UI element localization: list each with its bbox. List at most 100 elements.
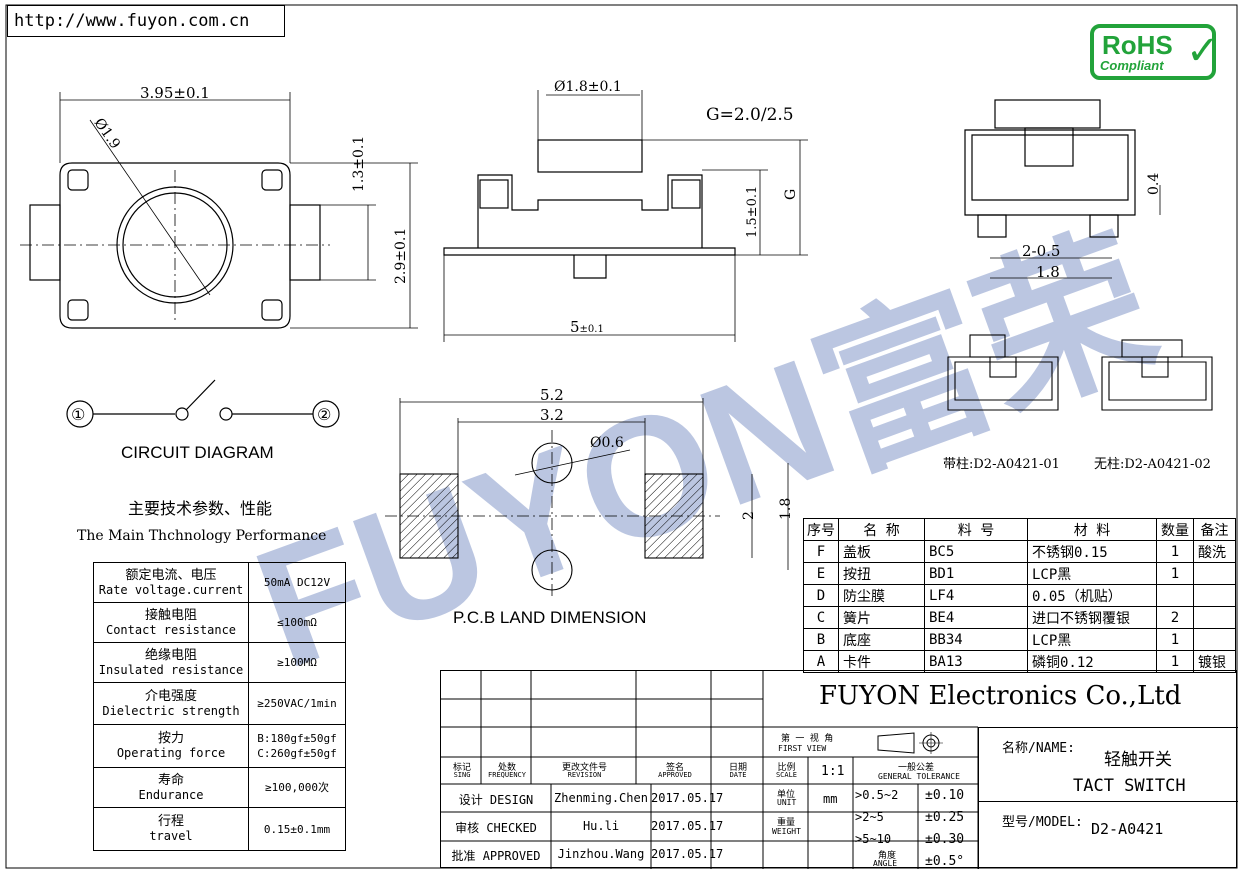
signoff-name: Zhenming.Chen bbox=[554, 791, 648, 805]
circuit-pin-1: ① bbox=[71, 407, 85, 424]
website-url: http://www.fuyon.com.cn bbox=[7, 5, 285, 37]
param-value: 0.15±0.1mm bbox=[263, 822, 331, 836]
unit-label-en: UNIT bbox=[777, 798, 797, 807]
parts-cell bbox=[1193, 584, 1236, 607]
tolerance-label-cn: 一般公差 bbox=[898, 763, 935, 773]
parts-cell: 簧片 bbox=[838, 606, 925, 629]
projection-label-en: FIRST VIEW bbox=[778, 744, 827, 753]
parts-cell: BD1 bbox=[924, 562, 1028, 585]
parts-cell: BC5 bbox=[924, 540, 1028, 563]
param-value: ≥100,000次 bbox=[265, 781, 329, 794]
parts-header-cell: 料 号 bbox=[924, 518, 1028, 541]
performance-value: 50mA DC12V bbox=[248, 562, 346, 603]
end-dim-04: 0.4 bbox=[1146, 173, 1162, 195]
pcb-land bbox=[385, 398, 789, 600]
parts-cell: 磷铜0.12 bbox=[1027, 650, 1157, 673]
parts-cell: 不锈钢0.15 bbox=[1027, 540, 1157, 563]
circuit-diagram bbox=[66, 379, 340, 428]
parts-cell: BB34 bbox=[924, 628, 1028, 651]
parts-cell: BA13 bbox=[924, 650, 1028, 673]
parts-cell: BE4 bbox=[924, 606, 1028, 629]
parts-header-cell: 备注 bbox=[1193, 518, 1236, 541]
parts-cell: 镀银 bbox=[1193, 650, 1236, 673]
parts-cell bbox=[1156, 584, 1194, 607]
dim-height: 2.9±0.1 bbox=[393, 228, 409, 284]
dim-inner: 1.3±0.1 bbox=[351, 136, 367, 192]
performance-value: ≥100,000次 bbox=[248, 767, 346, 808]
variant-label: 带柱:D2-A0421-01 bbox=[943, 457, 1060, 472]
param-name-en: Insulated resistance bbox=[98, 662, 244, 677]
signoff-role: 审核 CHECKED bbox=[455, 821, 537, 835]
svg-text:5±0.1: 5±0.1 bbox=[570, 318, 604, 336]
unit-label-cn: 单位 bbox=[777, 790, 796, 800]
parts-header-row: 序号名 称料 号材 料数量备注 bbox=[803, 518, 1236, 541]
top-view bbox=[20, 92, 418, 329]
pcb-dim-32: 3.2 bbox=[540, 406, 564, 424]
parts-cell: 1 bbox=[1156, 628, 1194, 651]
weight-label-cn: 重量 bbox=[777, 818, 796, 828]
signoff-name: Hu.li bbox=[582, 819, 620, 833]
drawing-frame bbox=[5, 4, 1238, 869]
angle-label-en: ANGLE bbox=[873, 859, 898, 868]
dim-width: 3.95±0.1 bbox=[140, 84, 210, 102]
param-name-en: travel bbox=[149, 829, 193, 843]
product-name-cn: 轻触开关 bbox=[1104, 750, 1172, 770]
revision-head-cn: 签名 bbox=[665, 763, 684, 773]
performance-value: ≥250VAC/1min bbox=[248, 682, 346, 725]
tolerance-range: >5~10 bbox=[855, 832, 892, 846]
performance-value: ≥100MΩ bbox=[248, 642, 346, 683]
parts-cell: 按扭 bbox=[838, 562, 925, 585]
title-block-grid bbox=[441, 671, 979, 869]
parts-cell: F bbox=[803, 540, 839, 563]
parts-cell: LCP黑 bbox=[1027, 562, 1157, 585]
dim-button: Ø1.8±0.1 bbox=[554, 79, 622, 95]
signoff-role: 批准 APPROVED bbox=[451, 849, 541, 863]
rohs-badge: RoHS Compliant ✓ bbox=[1090, 24, 1220, 80]
parts-header-cell: 名 称 bbox=[838, 518, 925, 541]
tolerance-value: ±0.10 bbox=[925, 788, 965, 803]
param-name-en: Operating force bbox=[116, 746, 226, 760]
parts-cell: E bbox=[803, 562, 839, 585]
revision-head-cn: 处数 bbox=[497, 763, 516, 773]
parts-header-cell: 序号 bbox=[803, 518, 839, 541]
dim-base-tol: ±0.1 bbox=[580, 324, 604, 335]
parts-cell: LF4 bbox=[924, 584, 1028, 607]
tolerance-range: >0.5~2 bbox=[855, 788, 899, 802]
dim-base: 5 bbox=[570, 318, 580, 336]
param-value: 50mA DC12V bbox=[263, 576, 331, 589]
parts-cell bbox=[1193, 606, 1236, 629]
circuit-title: CIRCUIT DIAGRAM bbox=[121, 443, 274, 462]
weight-label-en: WEIGHT bbox=[772, 827, 801, 836]
variant-label: 无柱:D2-A0421-02 bbox=[1094, 457, 1211, 472]
pcb-dim-2: 2 bbox=[741, 511, 757, 520]
rohs-subtitle: Compliant bbox=[1100, 58, 1164, 73]
tolerance-value: ±0.25 bbox=[925, 810, 965, 825]
revision-head-cn: 日期 bbox=[728, 763, 747, 773]
signoff-name: Jinzhou.Wang bbox=[557, 847, 645, 861]
revision-head-cn: 标记 bbox=[452, 763, 471, 773]
parts-cell: 1 bbox=[1156, 562, 1194, 585]
pcb-title: P.C.B LAND DIMENSION bbox=[453, 608, 646, 627]
g-note: G=2.0/2.5 bbox=[706, 105, 794, 125]
parts-cell: LCP黑 bbox=[1027, 628, 1157, 651]
end-dim-18: 1.8 bbox=[1036, 263, 1060, 281]
param-value: ≥250VAC/1min bbox=[257, 697, 337, 710]
parts-cell: 盖板 bbox=[838, 540, 925, 563]
param-name-cn: 接触电阻 bbox=[144, 607, 197, 623]
